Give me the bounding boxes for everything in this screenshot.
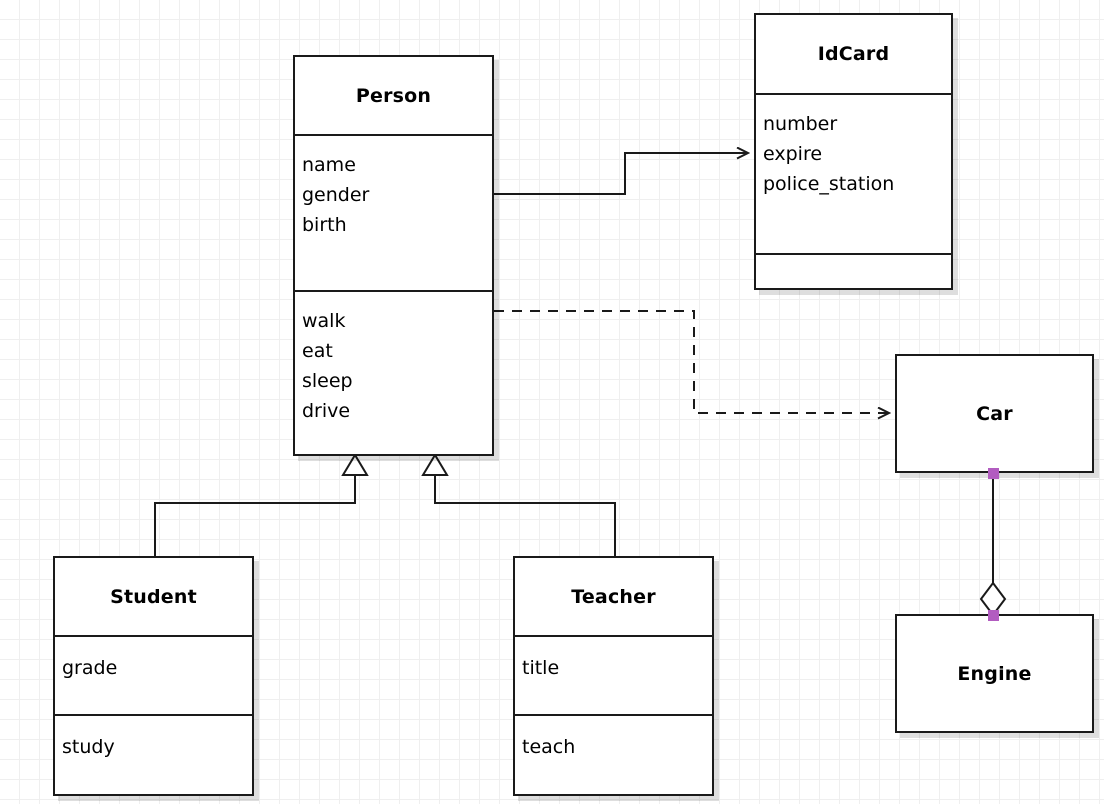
generalization-student-person[interactable]	[154, 453, 369, 556]
class-title-student: Student	[110, 585, 197, 608]
dependency-person-car[interactable]	[494, 310, 889, 413]
attribute-item: birth	[302, 214, 347, 237]
attribute-item: expire	[763, 142, 823, 165]
method-item: walk	[302, 309, 346, 332]
class-title-person: Person	[355, 84, 432, 107]
association-person-idcard[interactable]	[494, 153, 748, 195]
class-attributes-teacher: title	[515, 635, 712, 714]
uml-class-car[interactable]: Car	[895, 354, 1094, 473]
method-item: drive	[302, 399, 351, 422]
class-title-car: Car	[976, 402, 1013, 425]
attribute-item: title	[522, 657, 560, 680]
class-title-idcard: IdCard	[817, 42, 890, 65]
edge-handle-engine-top[interactable]	[988, 610, 999, 621]
class-methods-student: study	[55, 714, 252, 794]
class-methods-teacher: teach	[515, 714, 712, 794]
aggregation-car-engine[interactable]	[979, 473, 1007, 617]
uml-class-idcard[interactable]: IdCard number expire police_station	[754, 13, 953, 290]
uml-class-person[interactable]: Person name gender birth walk eat sleep …	[293, 55, 494, 456]
class-attributes-student: grade	[55, 635, 252, 714]
class-methods-idcard	[756, 253, 951, 288]
method-item: eat	[302, 339, 333, 362]
class-title-teacher: Teacher	[571, 585, 656, 608]
attribute-item: gender	[302, 184, 370, 207]
attribute-item: police_station	[763, 172, 895, 195]
method-item: study	[62, 736, 115, 759]
uml-class-teacher[interactable]: Teacher title teach	[513, 556, 714, 796]
attribute-item: grade	[62, 657, 118, 680]
class-methods-person: walk eat sleep drive	[295, 289, 492, 454]
generalization-teacher-person[interactable]	[421, 453, 616, 556]
method-item: sleep	[302, 369, 353, 392]
class-title-engine: Engine	[957, 662, 1032, 685]
attribute-item: number	[763, 112, 838, 135]
class-attributes-person: name gender birth	[295, 134, 492, 289]
edge-handle-car-bottom[interactable]	[988, 468, 999, 479]
uml-class-student[interactable]: Student grade study	[53, 556, 254, 796]
method-item: teach	[522, 736, 576, 759]
uml-class-engine[interactable]: Engine	[895, 614, 1094, 733]
class-attributes-idcard: number expire police_station	[756, 92, 951, 254]
attribute-item: name	[302, 154, 356, 177]
